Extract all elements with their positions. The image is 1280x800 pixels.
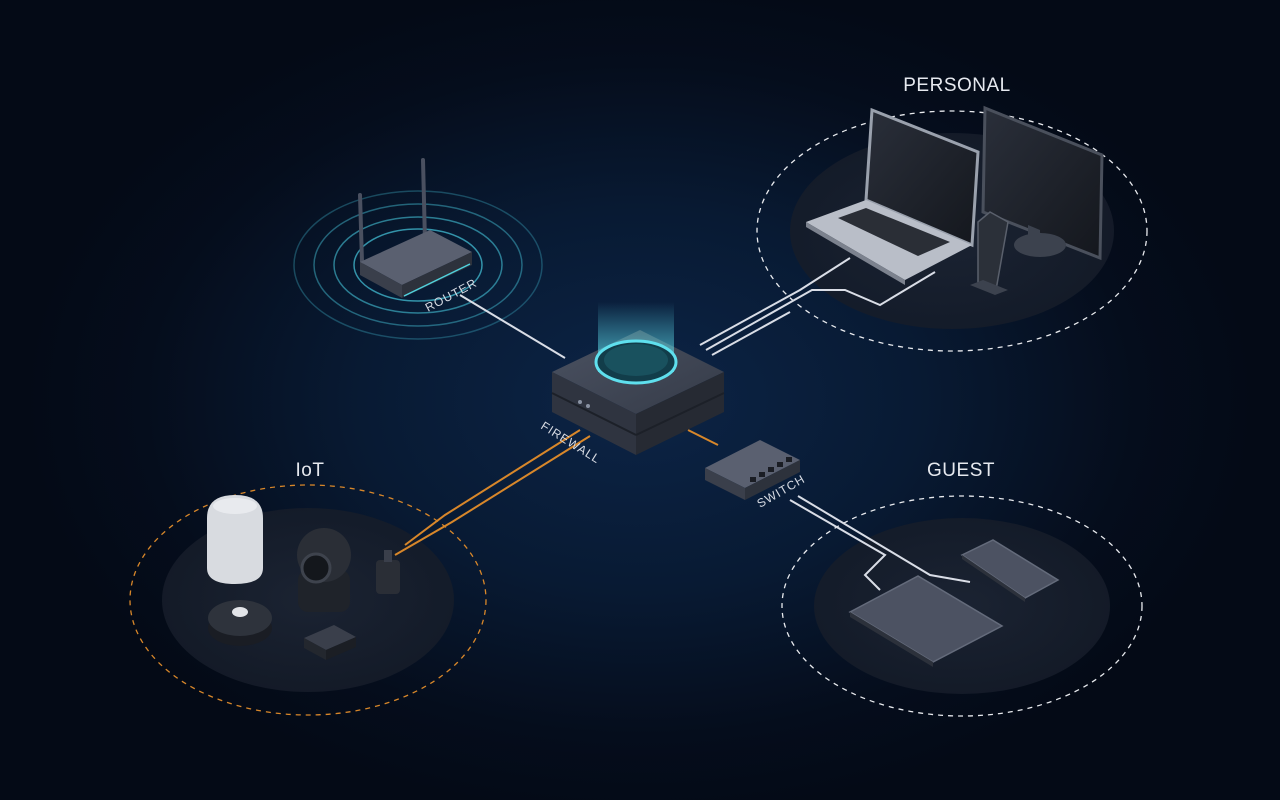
guest-zone-label: GUEST [927, 460, 995, 481]
smart-hub-icon [208, 600, 272, 646]
switch-ports [750, 457, 792, 482]
smart-speaker-icon [207, 495, 263, 584]
iot-zone-boundary [129, 484, 487, 716]
usb-hub-icon [304, 625, 356, 660]
guest-zone-boundary [781, 495, 1143, 717]
phone-icon [970, 211, 1009, 295]
wifi-signal-rings [293, 190, 543, 340]
cables-switch-guest [789, 495, 971, 591]
router-antenna-right [421, 158, 427, 244]
iot-zone-label: IoT [295, 460, 325, 481]
smart-plug-icon [376, 550, 400, 594]
cable-firewall-switch [687, 429, 719, 446]
personal-zone-label: PERSONAL [903, 75, 1011, 96]
router-status-light [403, 263, 471, 297]
tablet-icon [848, 575, 1004, 667]
cable-router-firewall [459, 294, 566, 359]
cables-firewall-personal [699, 257, 936, 356]
personal-zone-boundary [756, 110, 1148, 352]
guest-phone-icon [960, 539, 1060, 602]
security-camera-icon [297, 528, 351, 612]
firewall-device [551, 302, 725, 455]
monitor-icon [981, 105, 1104, 261]
router-antenna-left [358, 193, 364, 264]
switch-device [705, 440, 800, 500]
cables-firewall-iot [394, 429, 591, 556]
router-device [358, 158, 472, 298]
laptop-icon [806, 107, 980, 285]
